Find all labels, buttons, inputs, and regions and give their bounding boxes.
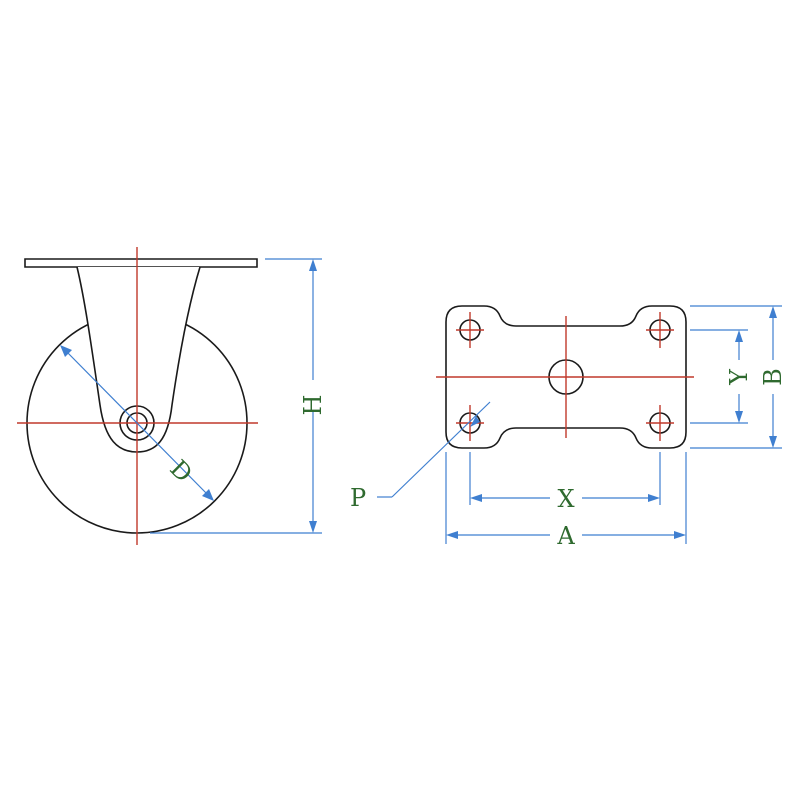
plate-outline	[445, 305, 687, 449]
caster-side-view: D H	[17, 247, 327, 545]
label-p: P	[350, 484, 366, 512]
label-d: D	[164, 454, 197, 487]
label-y: Y	[725, 368, 753, 386]
label-a: A	[556, 522, 575, 550]
dimension-p: P	[350, 401, 491, 512]
dimension-h: H	[150, 258, 327, 534]
dimension-y: Y	[690, 329, 753, 424]
top-plate	[24, 258, 258, 268]
label-h: H	[299, 395, 327, 416]
dimension-x: X	[469, 452, 661, 513]
dimension-b: B	[690, 305, 787, 449]
dimension-a: A	[445, 452, 687, 550]
label-x: X	[557, 485, 574, 513]
label-b: B	[759, 368, 787, 386]
plate-top-view: P X A Y	[350, 305, 787, 550]
